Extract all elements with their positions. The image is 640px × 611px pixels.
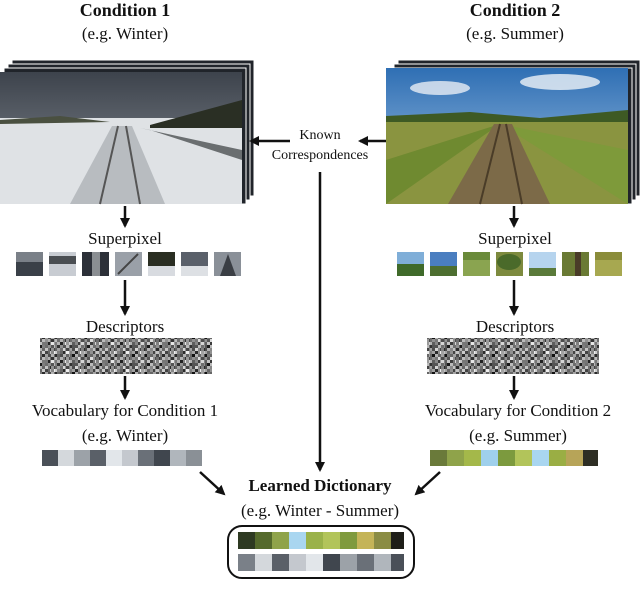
right-superpixel-label: Superpixel xyxy=(478,229,552,248)
dictionary-row-summer xyxy=(238,532,404,549)
winter-vocabulary-strip xyxy=(42,450,202,466)
condition-1-subtitle: (e.g. Winter) xyxy=(81,24,169,43)
left-vocabulary-sub: (e.g. Winter) xyxy=(81,426,169,445)
right-descriptors-label: Descriptors xyxy=(475,317,555,336)
summer-superpixel-strip xyxy=(397,252,622,276)
left-vocabulary-label: Vocabulary for Condition 1 xyxy=(31,401,219,420)
condition-2-subtitle: (e.g. Summer) xyxy=(466,24,564,43)
dictionary-row-winter xyxy=(238,554,404,571)
left-descriptors-label: Descriptors xyxy=(85,317,165,336)
dictionary-title: Learned Dictionary xyxy=(248,476,392,495)
known-correspondences-line1: Known xyxy=(299,128,341,143)
arrow-right-vocab-to-dictionary xyxy=(414,471,441,496)
condition-1-title: Condition 1 xyxy=(79,0,171,20)
winter-superpixel-strip xyxy=(16,252,241,276)
summer-image-stack xyxy=(386,59,640,205)
condition-2-title: Condition 2 xyxy=(469,0,561,20)
known-correspondences-line2: Correspondences xyxy=(271,148,369,163)
winter-image-stack xyxy=(0,59,255,205)
right-vocabulary-label: Vocabulary for Condition 2 xyxy=(424,401,612,420)
flow-arrows xyxy=(120,136,519,496)
dictionary-subtitle: (e.g. Winter - Summer) xyxy=(240,501,400,520)
summer-vocabulary-strip xyxy=(430,450,598,466)
right-vocabulary-sub: (e.g. Summer) xyxy=(469,426,567,445)
left-superpixel-label: Superpixel xyxy=(88,229,162,248)
arrow-left-vocab-to-dictionary xyxy=(199,471,226,496)
